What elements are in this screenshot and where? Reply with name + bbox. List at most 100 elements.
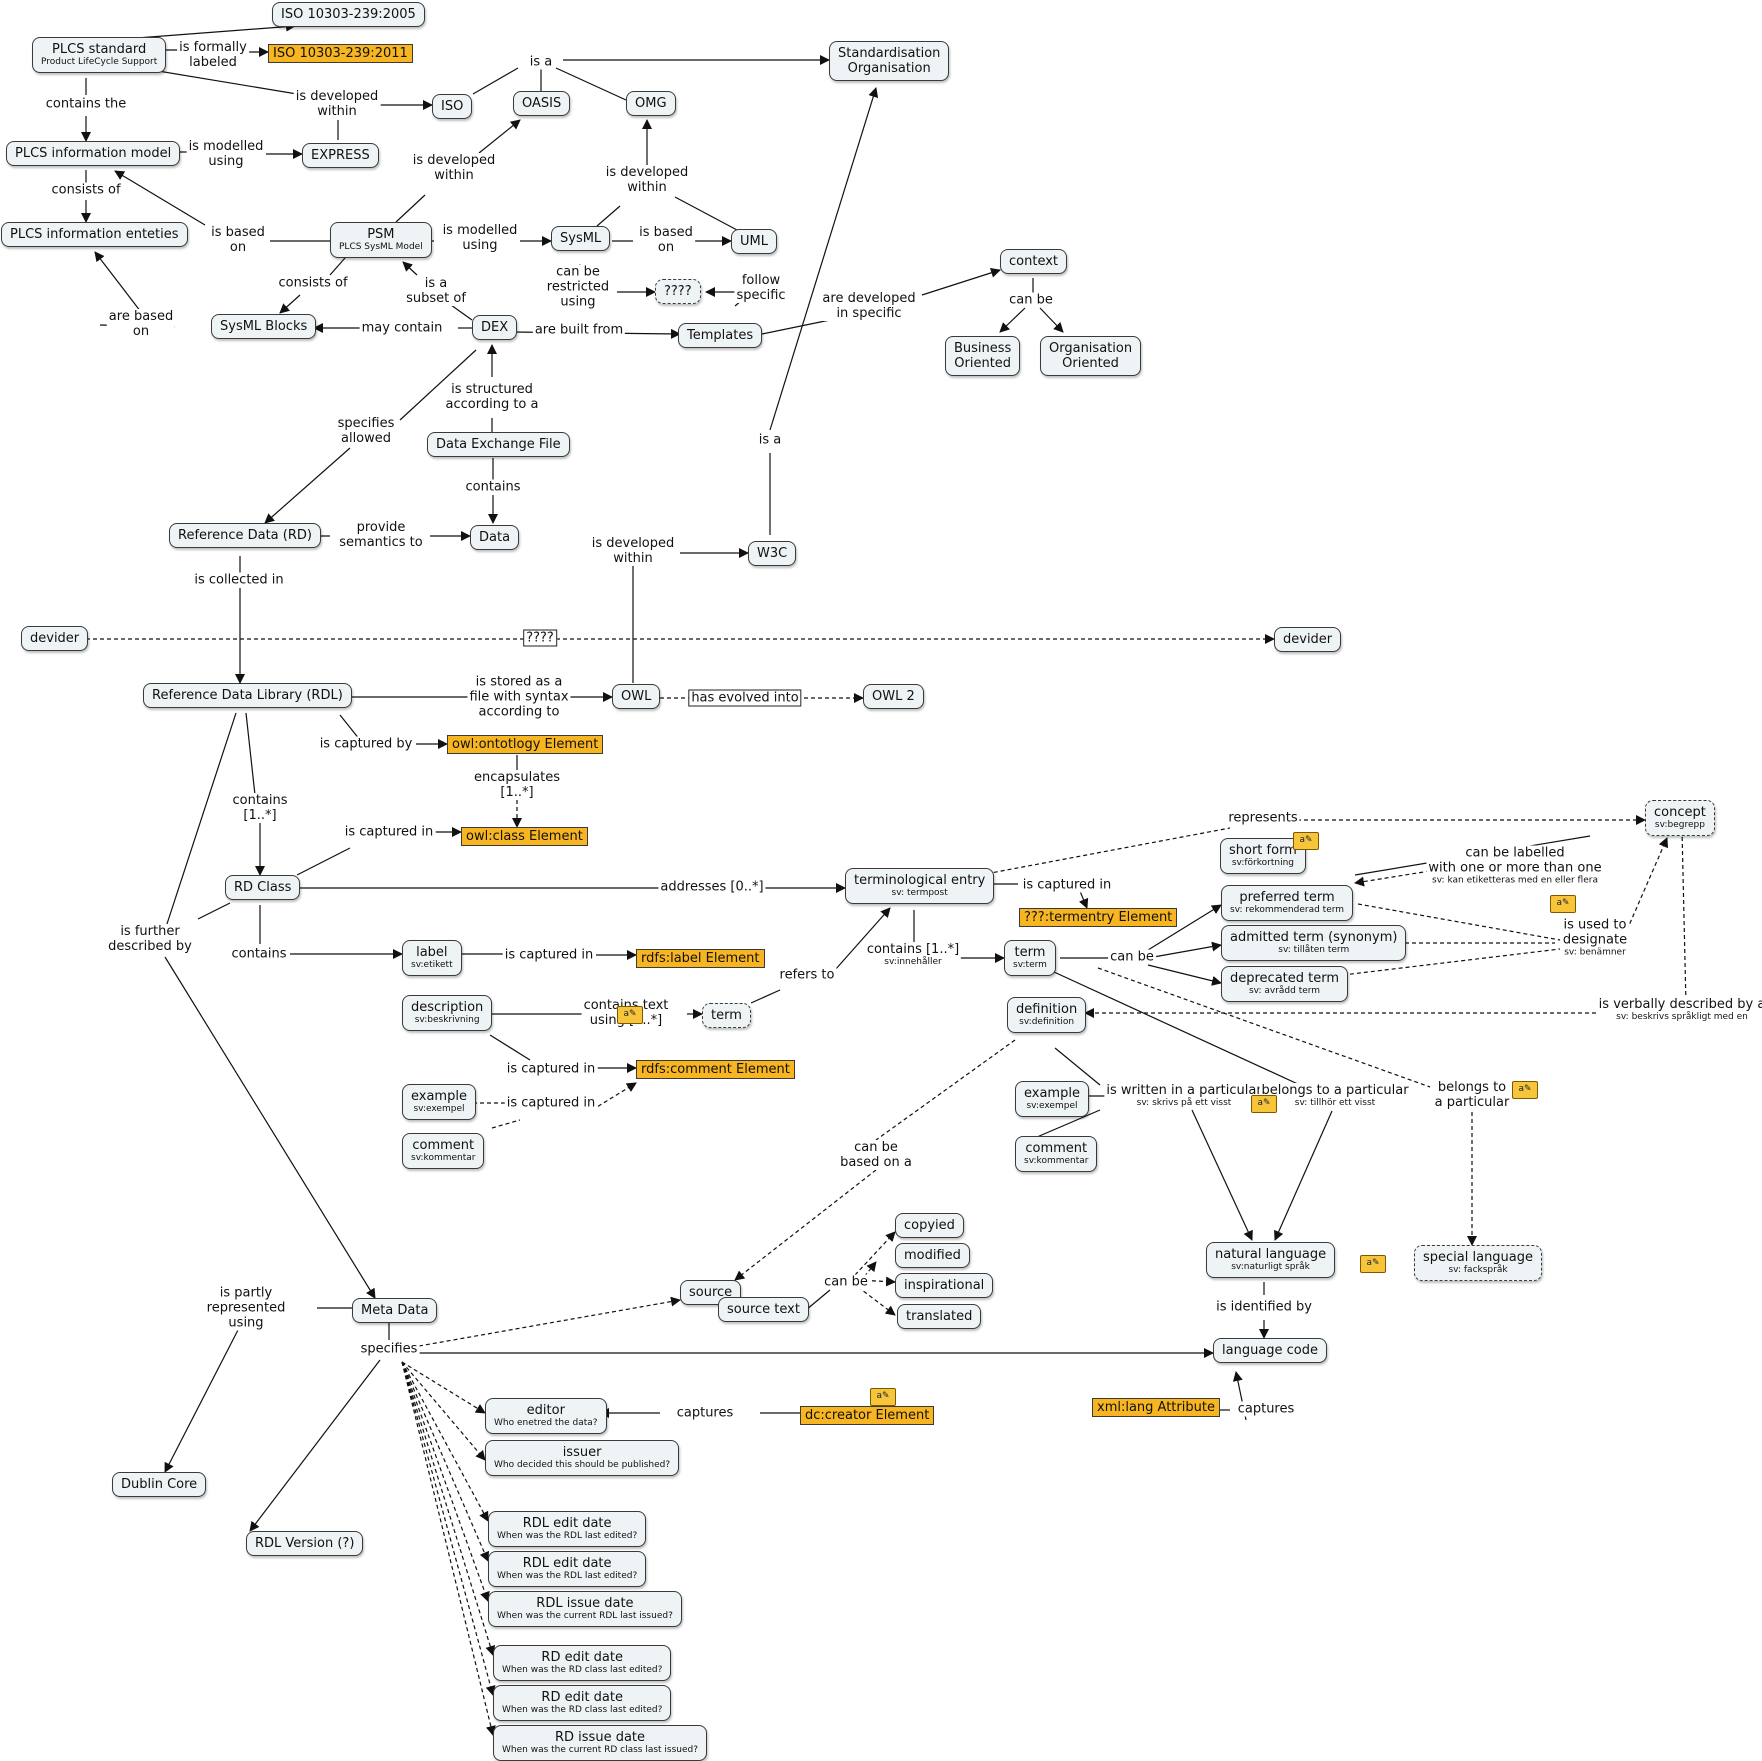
node-def-file[interactable]: Data Exchange File: [427, 432, 570, 457]
node-inspirational[interactable]: inspirational: [895, 1273, 994, 1298]
link-label-based-on-psm-text: is based on: [211, 225, 265, 255]
node-context[interactable]: context: [1000, 249, 1067, 274]
node-iso2011-text: ISO 10303-239:2011: [273, 46, 408, 61]
connector-line-113: [1274, 1110, 1333, 1241]
node-termentry-el-text: ???:termentry Element: [1024, 910, 1173, 925]
node-rdl-version[interactable]: RDL Version (?): [246, 1531, 364, 1556]
connector-line-108: [591, 1082, 637, 1111]
node-w3c[interactable]: W3C: [748, 541, 797, 566]
node-modified[interactable]: modified: [895, 1243, 970, 1268]
node-owl2[interactable]: OWL 2: [863, 684, 924, 709]
node-sysml-blocks[interactable]: SysML Blocks: [211, 314, 317, 339]
note-icon[interactable]: a✎: [1550, 895, 1580, 917]
note-icon[interactable]: a✎: [1293, 832, 1323, 854]
link-label-devider-qqq-text: ????: [526, 630, 554, 646]
link-label-can-be-src-text: can be: [824, 1274, 868, 1290]
link-label-refers-to-text: refers to: [779, 967, 835, 983]
connector-line-81: [197, 902, 231, 920]
node-omg[interactable]: OMG: [626, 91, 676, 116]
link-label-dev-within-iso: is developed within: [293, 89, 381, 119]
node-meta-data[interactable]: Meta Data: [352, 1298, 438, 1323]
link-label-addresses: addresses [0..*]: [658, 879, 766, 895]
node-source-text[interactable]: source text: [718, 1297, 809, 1322]
node-data[interactable]: Data: [470, 525, 520, 550]
node-iso[interactable]: ISO: [432, 94, 473, 119]
node-owl[interactable]: OWL: [612, 684, 661, 709]
node-dex-text: DEX: [481, 320, 509, 335]
note-icon[interactable]: a✎: [870, 1388, 900, 1410]
node-rd-class[interactable]: RD Class: [225, 875, 301, 900]
node-std-org[interactable]: Standardisation Organisation: [829, 41, 950, 81]
node-express[interactable]: EXPRESS: [302, 143, 379, 168]
node-source[interactable]: source: [680, 1280, 742, 1305]
node-admitted[interactable]: admitted term (synonym)sv: tillåten term: [1221, 925, 1407, 961]
node-sysml-text: SysML: [560, 231, 602, 246]
node-business[interactable]: Business Oriented: [945, 336, 1021, 376]
connector-line-30: [402, 261, 418, 276]
node-plcs-im[interactable]: PLCS information model: [6, 141, 181, 166]
link-label-developed-in-specific: are developed in specific: [820, 291, 918, 321]
node-plcs-ie[interactable]: PLCS information enteties: [1, 222, 188, 247]
connector-line-82: [164, 712, 237, 931]
note-icon[interactable]: a✎: [617, 1006, 647, 1028]
connector-line-18: [596, 205, 621, 227]
node-oasis[interactable]: OASIS: [513, 91, 571, 116]
node-ref-data[interactable]: Reference Data (RD): [169, 523, 321, 548]
node-dublin[interactable]: Dublin Core: [112, 1472, 207, 1497]
node-sysml[interactable]: SysML: [551, 226, 611, 251]
node-example2-subtitle: sv:exempel: [1026, 1101, 1078, 1111]
node-iso2005[interactable]: ISO 10303-239:2005: [272, 2, 425, 27]
link-label-captures-xml-text: captures: [1237, 1401, 1295, 1417]
node-dex[interactable]: DEX: [472, 315, 518, 340]
node-organisation[interactable]: Organisation Oriented: [1040, 336, 1142, 376]
link-label-dev-within-w3c-text: is developed within: [591, 536, 675, 566]
node-deprecated-text: deprecated term: [1230, 971, 1340, 986]
connector-line-9: [555, 67, 627, 101]
node-copyied[interactable]: copyied: [895, 1213, 964, 1238]
node-language-code[interactable]: language code: [1213, 1338, 1328, 1363]
link-label-used-to-designate-subtitle: sv: benämner: [1564, 947, 1626, 958]
link-label-captures-xml: captures: [1235, 1401, 1297, 1417]
node-templates[interactable]: Templates: [678, 323, 763, 348]
node-uml[interactable]: UML: [731, 229, 777, 254]
node-qqq1[interactable]: ????: [655, 279, 701, 304]
node-devider-l[interactable]: devider: [21, 626, 89, 651]
note-icon[interactable]: a✎: [1512, 1081, 1542, 1103]
note-icon[interactable]: a✎: [1251, 1095, 1281, 1117]
note-icon[interactable]: a✎: [1360, 1255, 1390, 1277]
node-owl-onto-text: owl:ontotlogy Element: [452, 737, 599, 752]
node-rdl[interactable]: Reference Data Library (RDL): [143, 683, 352, 708]
link-label-captured-in-class: is captured in: [342, 824, 436, 840]
node-devider-r[interactable]: devider: [1274, 627, 1342, 652]
link-label-represents: represents: [1226, 810, 1300, 826]
connector-line-120: [805, 1289, 831, 1311]
node-translated[interactable]: translated: [897, 1304, 982, 1329]
link-label-captured-in-class-text: is captured in: [344, 824, 434, 840]
node-term-dash[interactable]: term: [702, 1003, 751, 1028]
